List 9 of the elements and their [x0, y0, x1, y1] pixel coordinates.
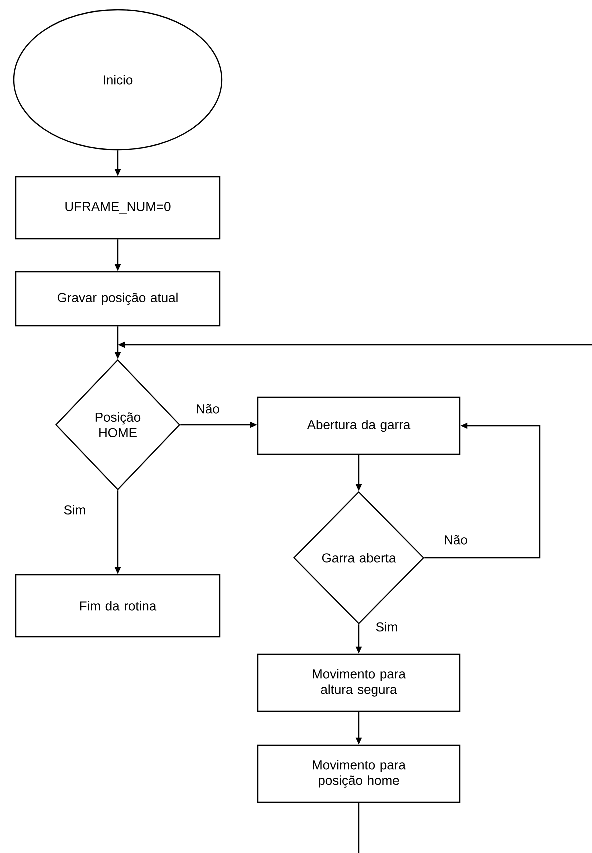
process-box: Gravar posição atual	[15, 271, 221, 327]
process-box: UFRAME_NUM=0	[15, 176, 221, 240]
process-box: Abertura da garra	[257, 396, 461, 456]
edge-label: Não	[195, 403, 221, 415]
edge-label: Não	[443, 534, 469, 546]
process-box: Movimento para altura segura	[257, 654, 461, 712]
process-box: Movimento para posição home	[257, 744, 461, 804]
process-box: Fim da rotina	[15, 574, 221, 638]
edge-label: Sim	[62, 504, 88, 516]
